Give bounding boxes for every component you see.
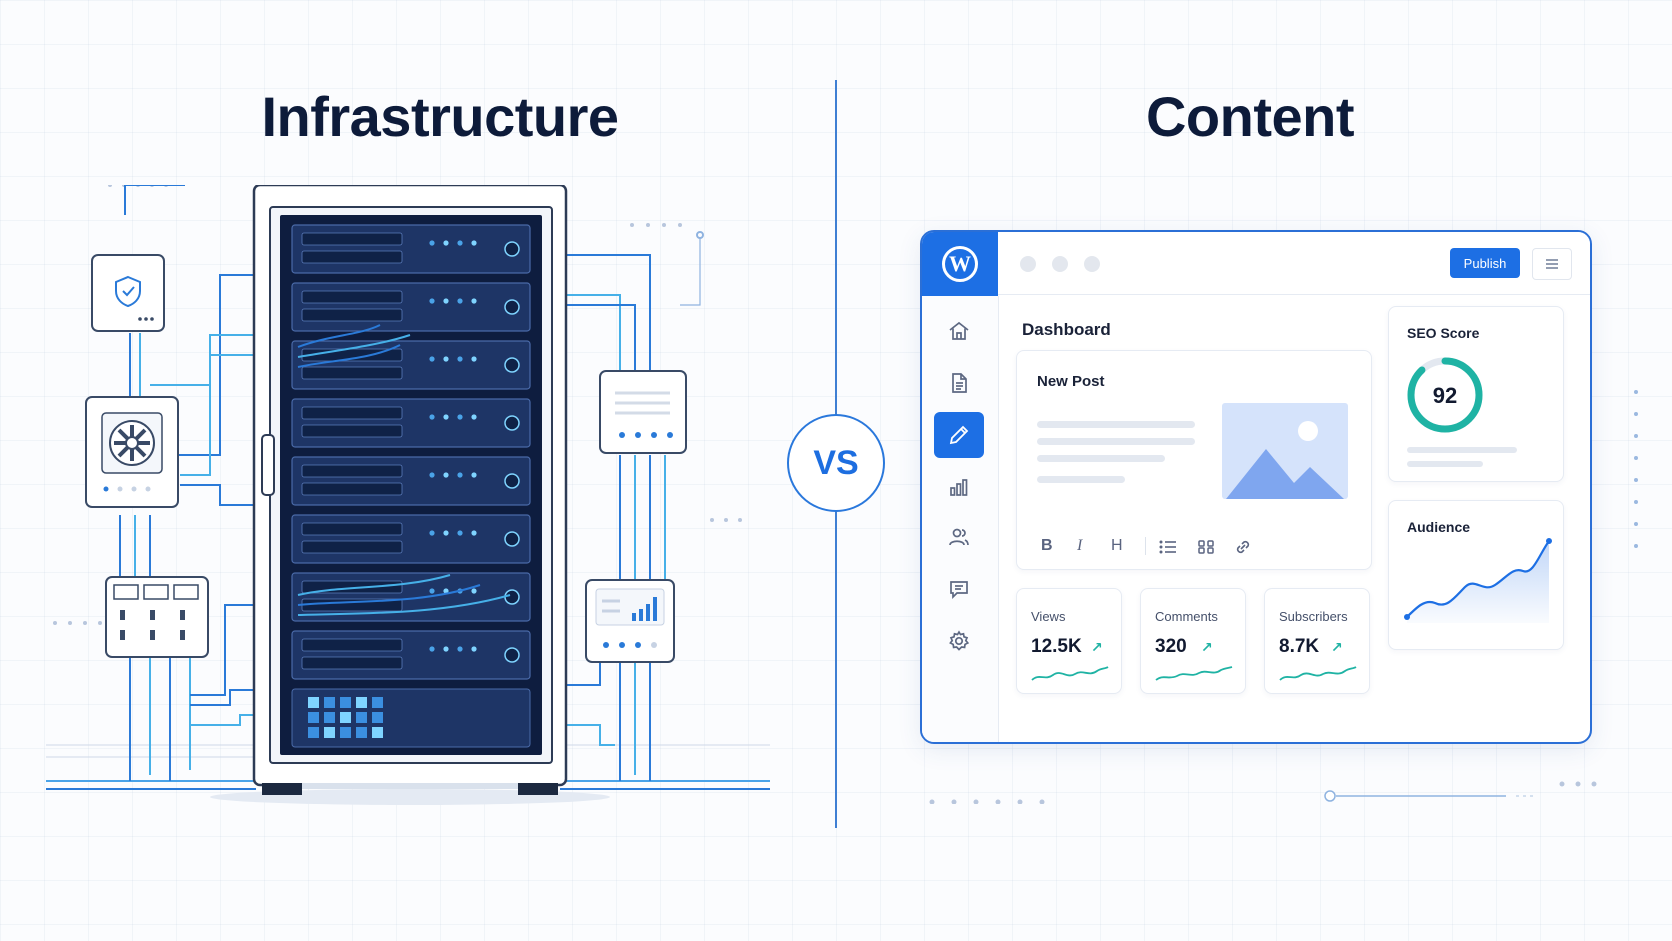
firewall-box bbox=[91, 254, 165, 332]
new-post-card[interactable]: New Post B I H bbox=[1016, 350, 1372, 570]
views-sparkline bbox=[1031, 666, 1109, 681]
seo-score-gauge: 92 bbox=[1407, 357, 1483, 433]
comments-stat-card[interactable]: Comments 320 ↗ bbox=[1140, 588, 1246, 694]
power-distribution-unit bbox=[105, 576, 209, 658]
decorative-lines bbox=[929, 781, 1597, 804]
window-dot bbox=[1020, 256, 1036, 272]
italic-button[interactable]: I bbox=[1077, 537, 1083, 554]
cms-dashboard-window: W Publish Dashboard bbox=[920, 230, 1592, 744]
network-switch bbox=[599, 370, 687, 454]
cooling-unit bbox=[85, 396, 179, 508]
heading-button[interactable]: H bbox=[1111, 537, 1123, 554]
server-unit bbox=[291, 224, 531, 274]
embed-icon[interactable] bbox=[1197, 539, 1215, 555]
comments-value: 320 bbox=[1155, 636, 1187, 657]
audience-title: Audience bbox=[1407, 519, 1471, 535]
bar-chart-icon[interactable] bbox=[934, 464, 984, 510]
comments-label: Comments bbox=[1155, 609, 1218, 624]
comment-icon[interactable] bbox=[934, 566, 984, 612]
server-unit bbox=[291, 398, 531, 448]
subscribers-label: Subscribers bbox=[1279, 609, 1348, 624]
subscribers-stat-card[interactable]: Subscribers 8.7K ↗ bbox=[1264, 588, 1370, 694]
audience-trend-chart bbox=[1404, 538, 1552, 623]
subscribers-value: 8.7K bbox=[1279, 636, 1320, 657]
trend-up-icon: ↗ bbox=[1331, 639, 1343, 655]
rack-cables bbox=[297, 324, 511, 616]
image-placeholder-icon[interactable] bbox=[1222, 403, 1348, 499]
views-value: 12.5K bbox=[1031, 636, 1082, 657]
seo-score-title: SEO Score bbox=[1407, 325, 1480, 341]
wordpress-logo-icon[interactable]: W bbox=[922, 232, 998, 296]
bold-button[interactable]: B bbox=[1041, 537, 1053, 554]
trend-up-icon: ↗ bbox=[1201, 639, 1213, 655]
edit-icon[interactable] bbox=[934, 412, 984, 458]
server-unit bbox=[291, 282, 531, 332]
decorative-dots bbox=[53, 185, 742, 625]
list-icon[interactable] bbox=[1159, 539, 1177, 555]
vs-label: VS bbox=[813, 443, 859, 482]
home-icon[interactable] bbox=[934, 308, 984, 354]
views-stat-card[interactable]: Views 12.5K ↗ bbox=[1016, 588, 1122, 694]
gear-icon[interactable] bbox=[934, 618, 984, 664]
views-label: Views bbox=[1031, 609, 1066, 624]
ground-cables bbox=[46, 780, 770, 790]
trend-up-icon: ↗ bbox=[1091, 639, 1103, 655]
server-unit bbox=[291, 456, 531, 506]
window-dot bbox=[1084, 256, 1100, 272]
server-unit bbox=[291, 630, 531, 680]
subscribers-sparkline bbox=[1279, 666, 1357, 681]
content-title: Content bbox=[1145, 85, 1355, 148]
right-cables bbox=[565, 231, 704, 781]
link-icon[interactable] bbox=[1233, 539, 1251, 555]
infrastructure-title: Infrastructure bbox=[261, 85, 619, 148]
new-post-title: New Post bbox=[1037, 373, 1105, 390]
storage-panel bbox=[291, 688, 531, 748]
comments-sparkline bbox=[1155, 666, 1233, 681]
server-unit bbox=[291, 514, 531, 564]
document-icon[interactable] bbox=[934, 360, 984, 406]
seo-score-value: 92 bbox=[1433, 383, 1457, 408]
vs-badge: VS bbox=[787, 414, 885, 512]
server-unit bbox=[291, 340, 531, 390]
cms-topbar: Publish bbox=[998, 232, 1590, 295]
decorative-dots bbox=[1634, 390, 1638, 548]
window-dot bbox=[1052, 256, 1068, 272]
audience-card[interactable]: Audience bbox=[1388, 500, 1564, 650]
menu-icon[interactable] bbox=[1532, 248, 1572, 280]
monitoring-device bbox=[585, 579, 675, 663]
server-infrastructure-illustration bbox=[46, 185, 770, 805]
cms-sidebar bbox=[922, 296, 999, 742]
dashboard-title: Dashboard bbox=[1022, 320, 1111, 339]
publish-button[interactable]: Publish bbox=[1450, 248, 1520, 278]
server-units bbox=[291, 224, 531, 748]
users-icon[interactable] bbox=[934, 514, 984, 560]
toolbar-divider bbox=[1145, 537, 1146, 555]
seo-score-card[interactable]: SEO Score 92 bbox=[1388, 306, 1564, 482]
